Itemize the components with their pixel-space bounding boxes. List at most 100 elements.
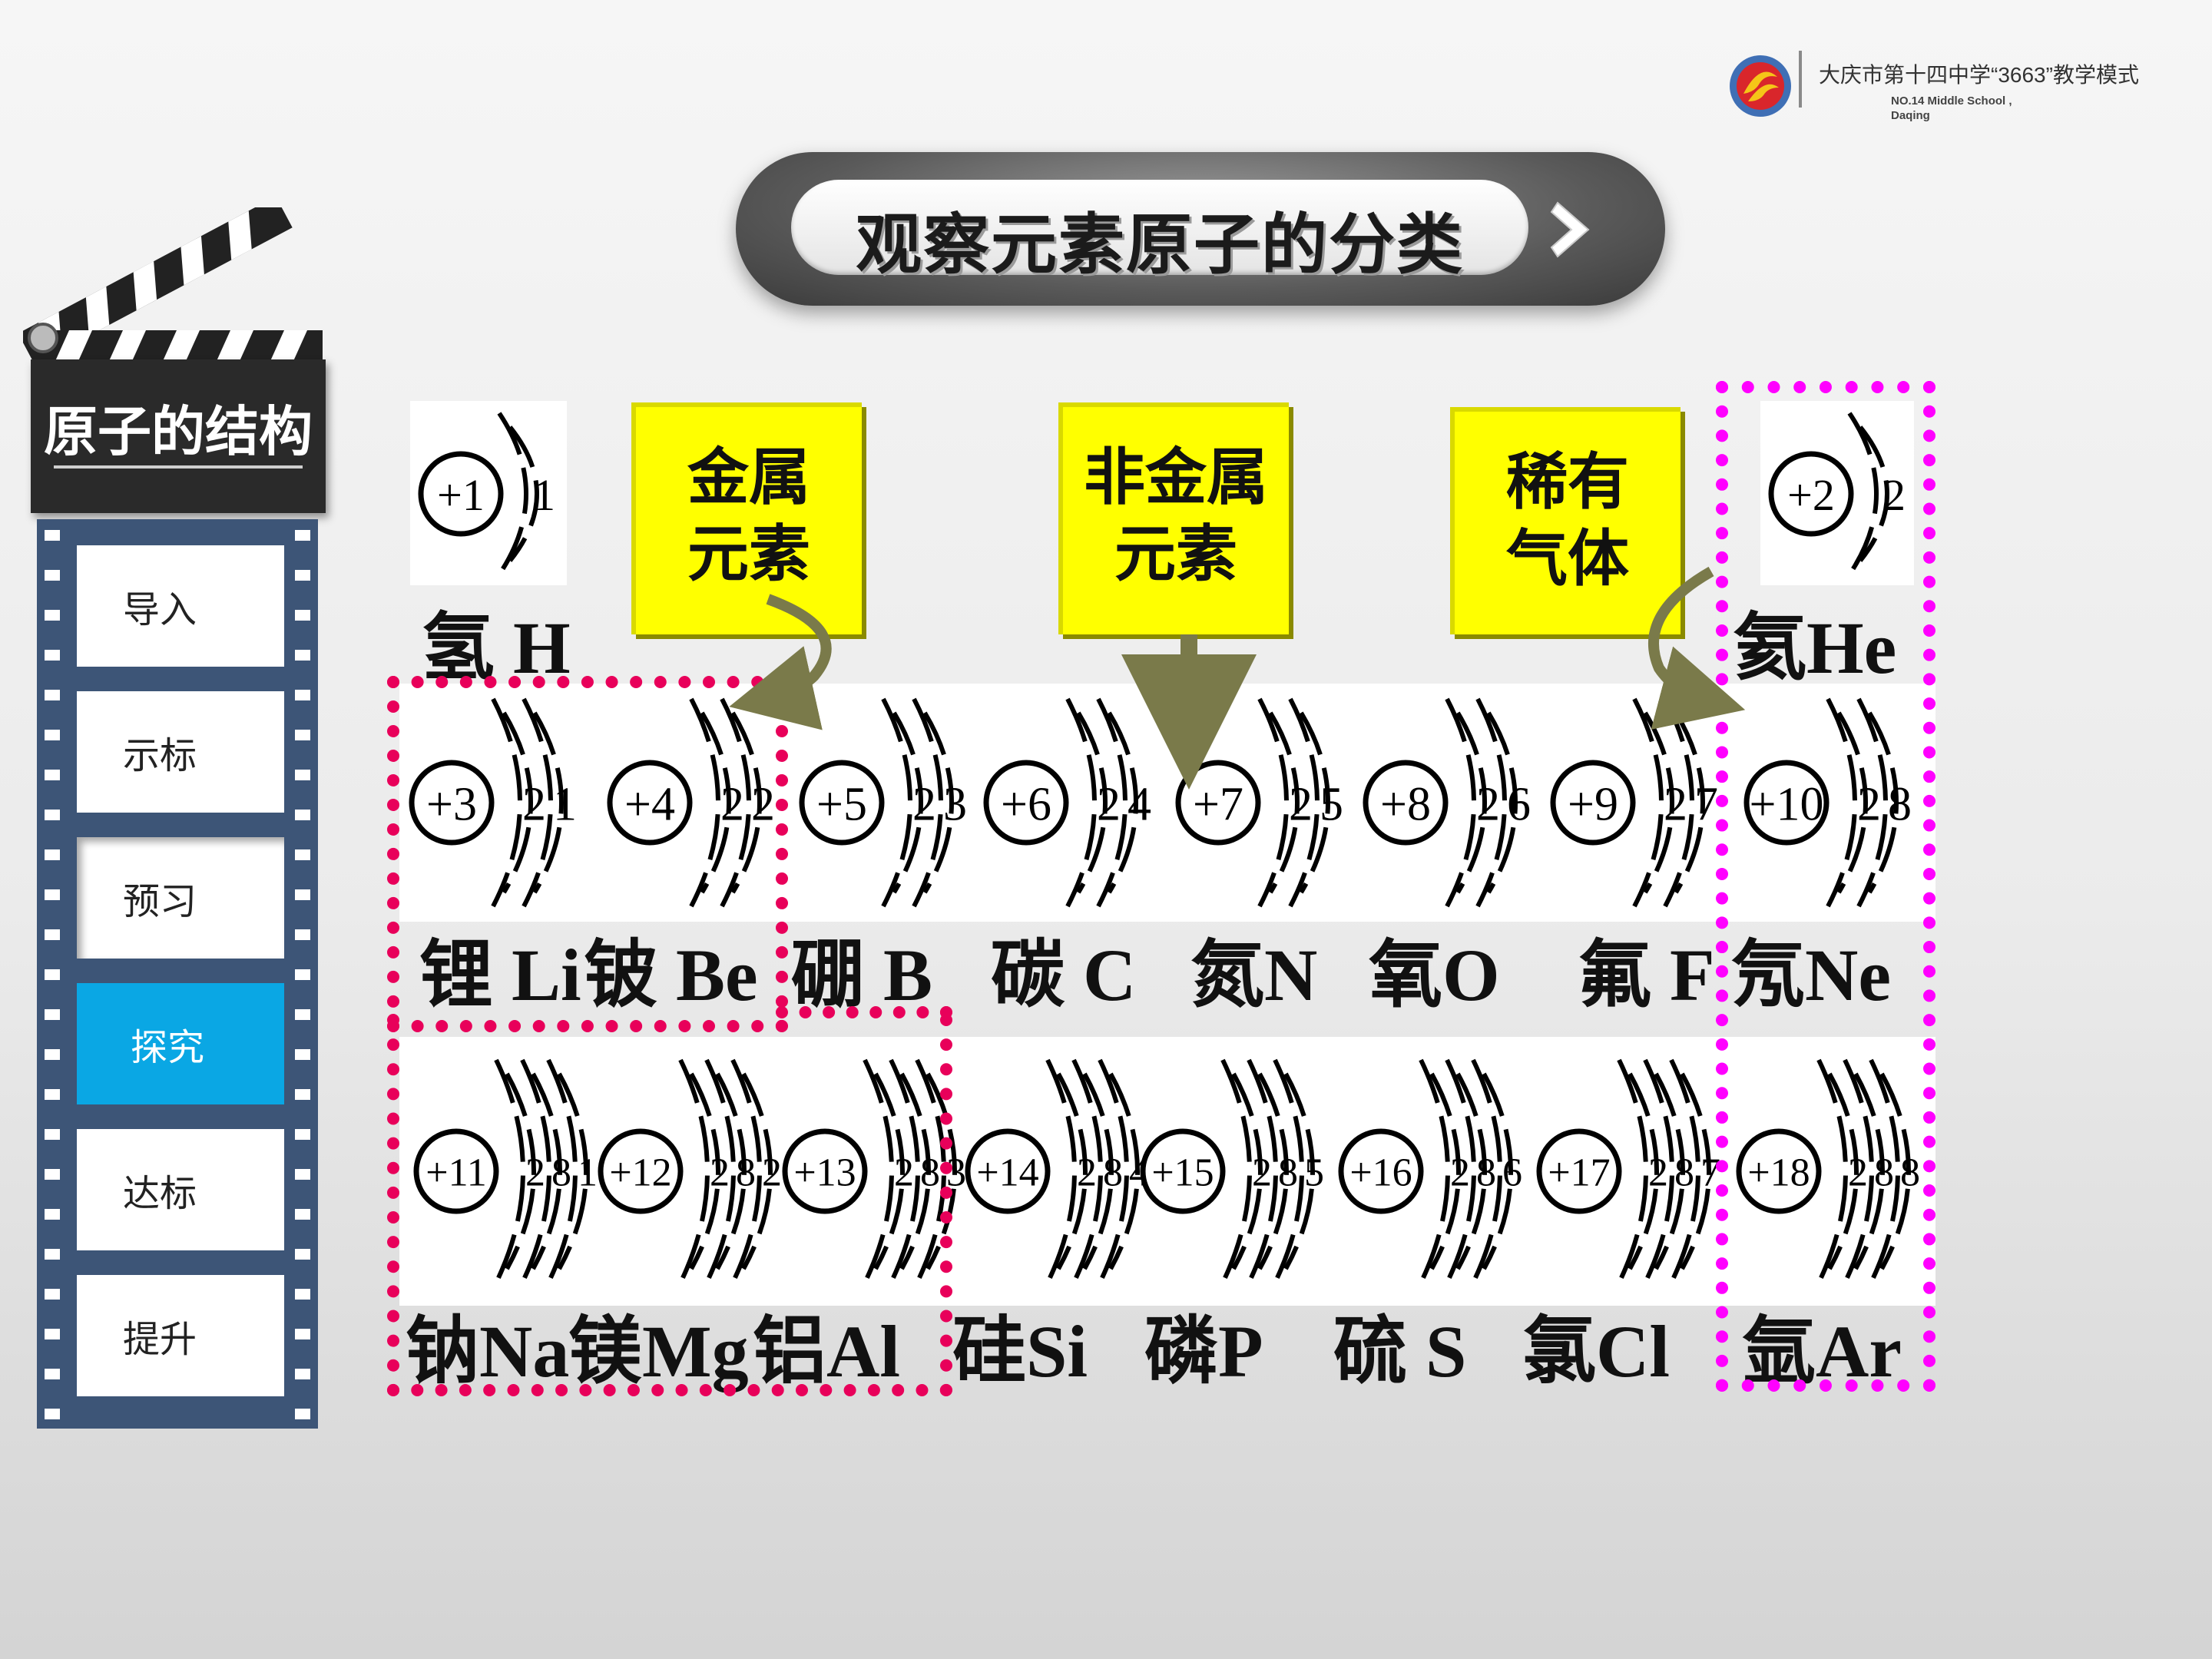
sidebar-title: 原子的结构 [44,402,313,462]
nucleus-charge: +8 [1380,778,1431,830]
shell-electron-count: 6 [1502,1151,1522,1195]
shell-electron-count: 2 [912,778,936,830]
element-name-s: 硫 S [1333,1310,1467,1392]
shell-arc [863,1058,894,1284]
shell-electron-count: 2 [1476,778,1500,830]
sidebar-title-underline [54,465,303,469]
shell-arc [1867,711,1899,894]
shell-arc [505,1072,536,1270]
nucleus-charge: +18 [1747,1151,1810,1195]
school-name-en: NO.14 Middle School , Daqing [1891,94,2012,122]
shell-arc [1455,711,1487,894]
nav-item-preview[interactable]: 预习 [77,837,284,959]
shell-arc [494,1058,525,1284]
shell-arc [546,1058,578,1284]
shell-arc [1879,1072,1911,1270]
shell-arc [1643,711,1674,894]
element-name-n: 氮N [1190,934,1318,1016]
shell-arc [502,711,533,894]
shell-arc [715,1072,747,1270]
shell-arc [1486,711,1518,894]
page-title: 观察元素原子的分类 [856,208,1464,282]
metal-group-border-bottom [387,1014,952,1396]
nav-item-improve[interactable]: 提升 [77,1275,284,1396]
shell-arc [922,711,954,894]
shell-arc [1617,1058,1648,1284]
shell-arc [1632,697,1664,908]
shell-arc [1257,1072,1289,1270]
shell-arc [689,1072,720,1270]
shell-electron-count: 2 [1883,470,1906,520]
shell-arc [704,1058,736,1284]
nucleus-circle [413,1128,499,1214]
shell-electron-count: 8 [1103,1151,1123,1195]
nav-item-assessment[interactable]: 达标 [77,1129,284,1250]
shell-electron-count: 2 [894,1151,914,1195]
school-brand: 大庆市第十四中学“3663”教学模式 NO.14 Middle School ,… [1728,51,2189,127]
nucleus-charge: +11 [426,1151,486,1195]
shell-arc [1065,697,1097,908]
nucleus-charge: +14 [976,1151,1038,1195]
shell-electron-count: 1 [553,778,577,830]
nucleus-circle [983,760,1069,846]
shell-arc [1669,1058,1700,1284]
nucleus-circle [1743,760,1830,846]
school-logo-icon [1730,55,1791,117]
shell-arc [1445,697,1476,908]
nav-item-objectives[interactable]: 示标 [77,691,284,813]
nucleus-circle [965,1128,1051,1214]
nucleus-circle [799,760,885,846]
element-name-cl: 氯Cl [1522,1310,1670,1392]
title-banner: 观察元素原子的分类 [736,152,1665,306]
shell-electron-count: 1 [578,1151,598,1195]
shell-arc [508,426,539,562]
nucleus-circle [1536,1128,1622,1214]
shell-arc [881,697,912,908]
shell-arc [899,1072,931,1270]
shell-arc [1273,1058,1304,1284]
element-name-al: 铝Al [753,1310,900,1392]
nucleus-charge: +1 [437,470,485,520]
shell-arc [1082,1072,1114,1270]
sidebar-header: 原子的结构 [31,359,326,513]
shell-arc [1843,1058,1874,1284]
shell-arc [497,412,528,576]
nav-item-intro[interactable]: 导入 [77,545,284,667]
shell-electron-count: 2 [1848,1151,1868,1195]
shell-arc [926,1072,957,1270]
shell-arc [1680,1072,1711,1270]
nav-item-explore[interactable]: 探究 [77,983,284,1104]
shell-electron-count: 2 [1289,778,1313,830]
shell-electron-count: 2 [1252,1151,1272,1195]
category-noble-gas: 稀有 气体 [1450,407,1681,634]
nucleus-charge: +3 [426,778,477,830]
clapperboard-icon [23,207,323,361]
film-strip-nav: 导入 示标 预习 探究 达标 提升 [37,519,318,1429]
nucleus-circle [409,760,495,846]
shell-electron-count: 8 [1900,1151,1920,1195]
metal-group-border-step [776,1006,952,1029]
shell-arc [1220,1058,1252,1284]
category-noble-line2: 气体 [1506,525,1629,593]
shell-arc [1096,697,1128,908]
nucleus-circle [782,1128,868,1214]
